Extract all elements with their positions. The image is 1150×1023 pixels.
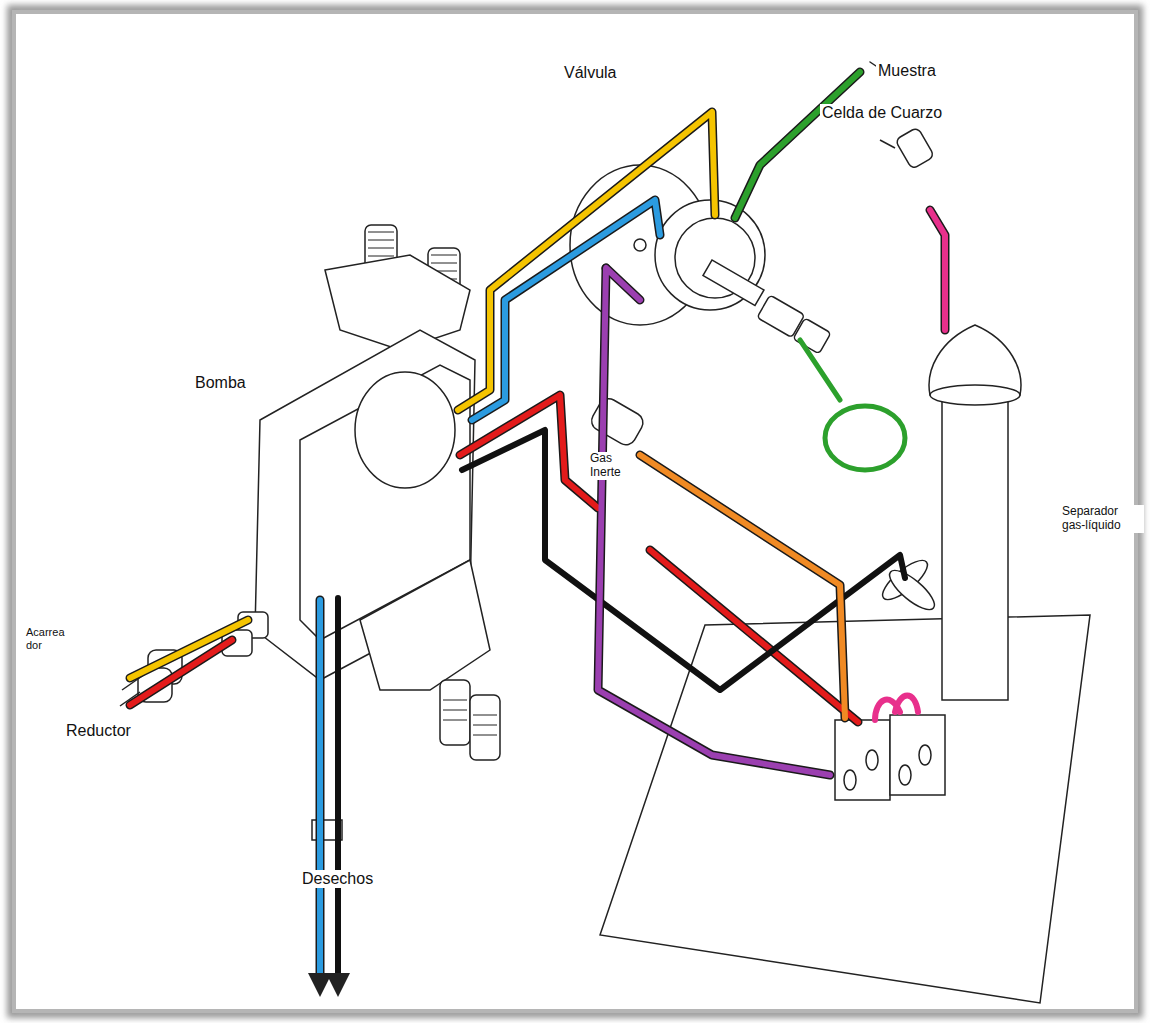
part-label: Separador gas-líquido xyxy=(1060,505,1144,533)
frame-shadow xyxy=(12,10,1138,1013)
part-label: Reductor xyxy=(64,722,133,740)
tubing xyxy=(130,62,945,985)
part-label: Desechos xyxy=(300,870,375,888)
pump-body xyxy=(120,225,500,840)
part-label: Acarrea dor xyxy=(24,626,76,651)
frame-border xyxy=(14,12,1136,1011)
part-label: Gas Inerte xyxy=(588,452,634,480)
gas-liquid-separator xyxy=(835,325,1021,800)
part-label: Celda de Cuarzo xyxy=(820,104,944,122)
part-label: Muestra xyxy=(876,62,938,80)
part-label: Bomba xyxy=(193,374,248,392)
part-label: Válvula xyxy=(562,64,618,82)
